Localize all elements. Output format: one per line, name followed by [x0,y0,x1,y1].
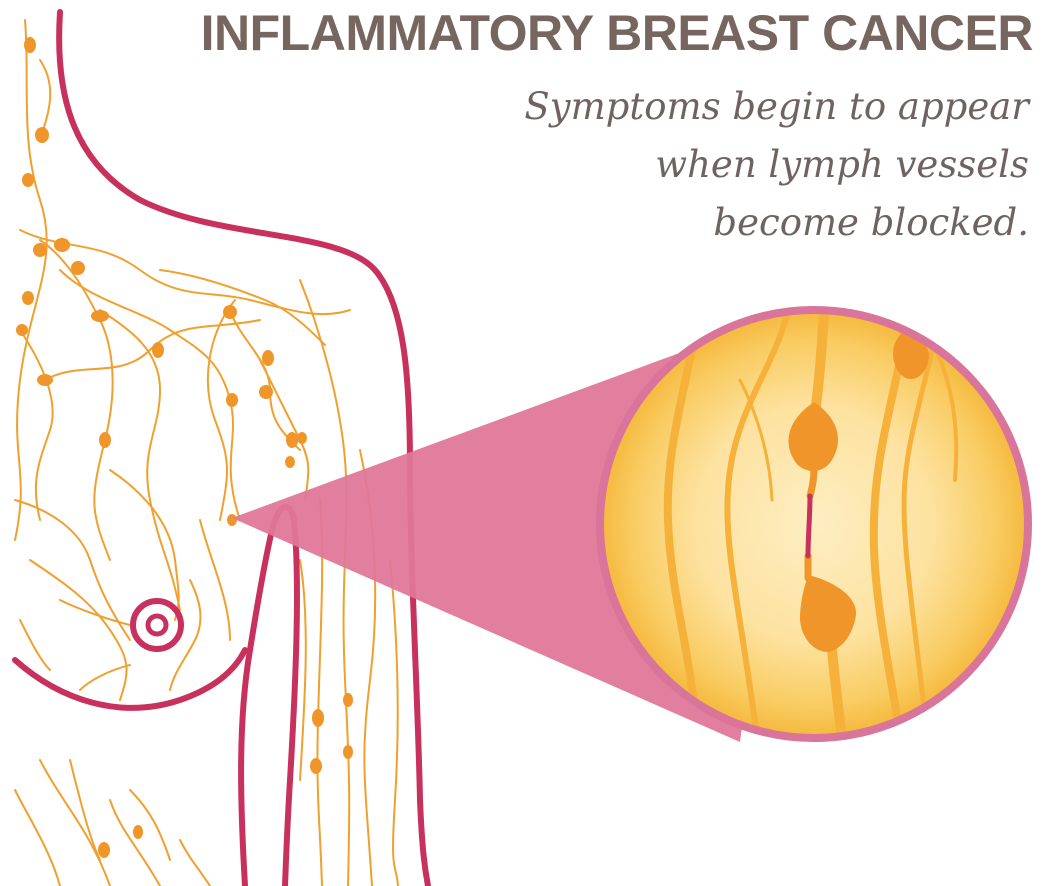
page-title: INFLAMMATORY BREAST CANCER [201,8,1033,58]
inner-arm-outline [241,507,297,886]
subtitle-line-3: become blocked. [524,194,1029,252]
blocked-vessel-icon [808,496,810,556]
subtitle-line-1: Symptoms begin to appear [524,78,1029,136]
subtitle: Symptoms begin to appear when lymph vess… [524,78,1029,252]
breast-underside-outline [15,650,245,708]
lymph-vessel-network [15,20,398,886]
torso-outline [15,12,428,886]
nipple-icon [133,601,181,649]
subtitle-line-2: when lymph vessels [524,136,1029,194]
